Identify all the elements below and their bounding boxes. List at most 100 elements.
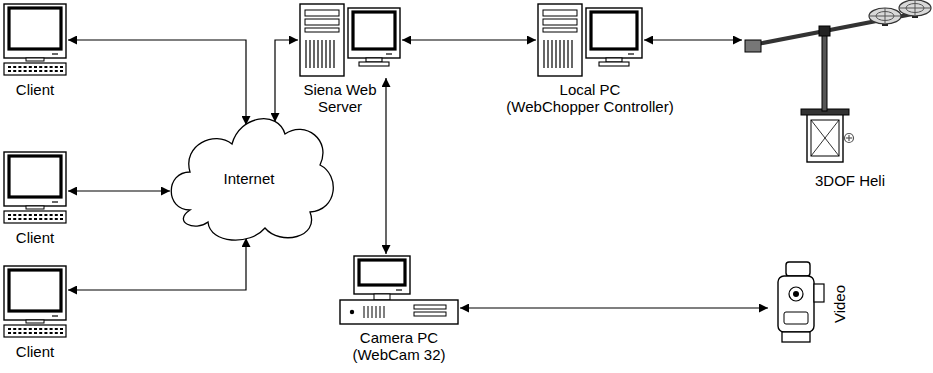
icon-part xyxy=(29,70,32,72)
icon-part xyxy=(55,70,58,72)
icon-part xyxy=(354,256,410,294)
icon-part xyxy=(366,58,382,62)
icon-part xyxy=(9,270,61,311)
icon-part xyxy=(55,214,58,216)
icon-part xyxy=(55,332,58,334)
icon-part xyxy=(34,328,37,330)
icon-part xyxy=(811,120,839,156)
icon-part xyxy=(4,325,66,337)
icon-part xyxy=(24,66,27,68)
icon-part xyxy=(13,332,16,334)
heli-icon xyxy=(745,2,931,167)
icon-part xyxy=(599,62,629,66)
icon-part xyxy=(317,40,318,68)
icon-part xyxy=(353,12,395,49)
icon-part xyxy=(26,58,44,61)
link-arrow xyxy=(385,78,386,254)
icon-part xyxy=(34,214,37,216)
icon-part xyxy=(29,214,32,216)
icon-part xyxy=(325,40,326,68)
icon-part xyxy=(313,40,314,68)
icon-part xyxy=(414,305,446,309)
icon-part xyxy=(305,28,339,32)
label-group: Siena Web Server xyxy=(300,81,380,115)
icon-group xyxy=(4,4,66,75)
icon-part xyxy=(18,70,21,72)
icon-part xyxy=(44,66,47,68)
icon-part xyxy=(778,276,814,332)
icon-part xyxy=(8,70,11,72)
icon-part xyxy=(543,28,577,32)
label-group: 3DOF Heli xyxy=(815,172,885,189)
icon-part xyxy=(543,10,577,16)
icon-part xyxy=(39,214,42,216)
icon-part xyxy=(359,62,389,66)
link-arrow xyxy=(68,190,170,191)
icon-part xyxy=(333,40,334,68)
icon-part xyxy=(899,0,931,16)
icon-part xyxy=(372,306,373,318)
icon-part xyxy=(340,300,458,324)
icon-part xyxy=(885,8,886,24)
icon-part xyxy=(538,4,582,76)
icon-part xyxy=(8,214,11,216)
icon-part xyxy=(44,328,47,330)
label-group: Internet xyxy=(224,170,275,187)
device-node: Local PC(WebChopper Controller) xyxy=(506,4,673,115)
icon-part xyxy=(24,70,27,72)
icon-part xyxy=(34,218,37,220)
icon-part xyxy=(350,310,354,314)
icon-part xyxy=(50,328,53,330)
device-node: Camera PC(WebCam 32) xyxy=(340,256,458,363)
icon-part xyxy=(396,289,402,290)
icon-part xyxy=(24,332,27,334)
link-arrow xyxy=(460,307,768,308)
icon-part xyxy=(786,262,810,276)
icon-part xyxy=(4,211,66,223)
icon-part xyxy=(39,218,42,220)
camera-icon xyxy=(340,256,458,324)
icon-part xyxy=(18,328,21,330)
icon-part xyxy=(50,70,53,72)
icon-group xyxy=(745,0,931,162)
icon-part xyxy=(543,19,577,25)
icon-part xyxy=(915,0,916,16)
icon-part xyxy=(782,332,810,342)
icon-part xyxy=(305,10,339,16)
device-label: Camera PC xyxy=(360,329,438,346)
device-label: (WebChopper Controller) xyxy=(506,98,673,115)
icon-part xyxy=(60,328,63,330)
icon-part xyxy=(52,53,58,54)
icon-part xyxy=(9,156,61,197)
icon-part xyxy=(380,306,381,318)
icon-part xyxy=(348,8,400,58)
label-group: Client xyxy=(16,81,54,98)
icon-part xyxy=(44,70,47,72)
icon-part xyxy=(13,70,16,72)
icon-part xyxy=(300,4,344,76)
icon-part xyxy=(591,12,637,49)
icon-part xyxy=(29,66,32,68)
icon-part xyxy=(26,320,44,323)
icon-part xyxy=(13,328,16,330)
icon-part xyxy=(8,332,11,334)
device-node: Client xyxy=(4,4,66,98)
icon-part xyxy=(60,66,63,68)
icon-part xyxy=(784,312,808,324)
icon-part xyxy=(60,218,63,220)
icon-part xyxy=(44,332,47,334)
icon-group xyxy=(778,262,824,342)
icon-part xyxy=(4,63,66,75)
icon-part xyxy=(50,66,53,68)
icon-part xyxy=(171,119,333,240)
icon-group xyxy=(340,256,458,324)
icon-part xyxy=(18,218,21,220)
label-group: Video xyxy=(832,285,848,323)
device-label: Local PC xyxy=(560,81,621,98)
icon-part xyxy=(359,260,405,285)
link-arrow xyxy=(68,238,246,290)
device-node: Client xyxy=(4,152,66,246)
icon-part xyxy=(819,26,830,36)
icon-part xyxy=(848,135,849,141)
icon-part xyxy=(822,31,827,111)
